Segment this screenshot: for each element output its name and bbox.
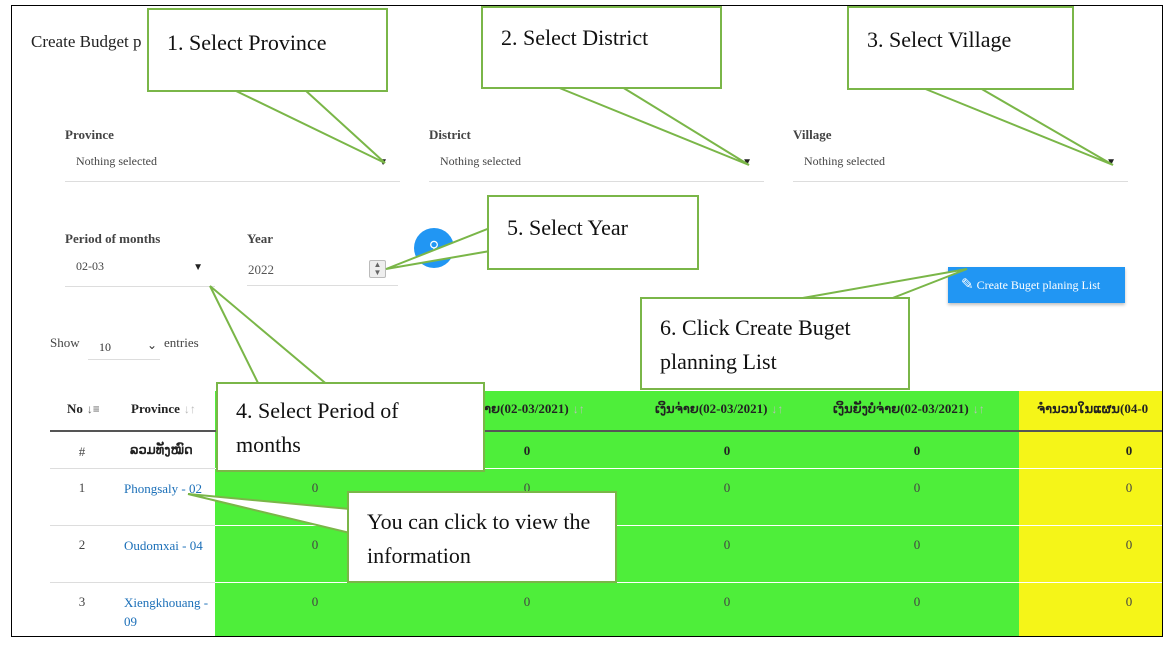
- row-divider: [50, 468, 1162, 469]
- province-link-xiengkhouang[interactable]: Xiengkhouang - 09: [124, 595, 209, 629]
- district-select-value: Nothing selected: [440, 154, 521, 168]
- callout-select-province: 1. Select Province: [147, 8, 388, 92]
- header-divider: [50, 430, 1162, 432]
- create-budget-list-button[interactable]: ✎Create Buget planing List: [948, 267, 1125, 303]
- district-label: District: [429, 127, 471, 142]
- row-no: 3: [78, 594, 86, 609]
- th-col-5[interactable]: ເງິນຍັງບໍ່ຈ່າຍ(02-03/2021)↓↑: [833, 401, 985, 416]
- province-label: Province: [65, 127, 114, 142]
- callout-click-create: 6. Click Create Buget planning List: [640, 297, 910, 390]
- caret-down-icon: ▼: [193, 262, 203, 273]
- page-title: Create Budget p: [31, 32, 142, 51]
- caret-down-icon: ▼: [742, 157, 752, 168]
- callout-select-period: 4. Select Period of months: [216, 382, 485, 472]
- row-value: 0: [723, 480, 731, 495]
- village-select-value: Nothing selected: [804, 154, 885, 168]
- period-select-value: 02-03: [76, 259, 104, 273]
- sort-icon: ↓↑: [972, 402, 985, 416]
- caret-down-icon: ▼: [1106, 157, 1116, 168]
- row-value: 0: [523, 480, 531, 495]
- row-value: 0: [913, 537, 921, 552]
- province-link-phongsaly[interactable]: Phongsaly - 02: [124, 481, 202, 496]
- sort-icon: ↓↑: [183, 402, 196, 416]
- sort-icon: ↓≡: [86, 402, 100, 416]
- th-province[interactable]: Province↓↑: [131, 401, 196, 416]
- th-col-3[interactable]: ຈ່າຍ(02-03/2021)↓↑: [476, 401, 585, 416]
- th-col-6[interactable]: ຈຳນວນໃນແຜນ(04-0: [1037, 401, 1149, 416]
- callout-select-village: 3. Select Village: [847, 6, 1074, 90]
- entries-select-value: 10: [99, 340, 111, 354]
- row-value: 0: [723, 537, 731, 552]
- period-select[interactable]: 02-03 ▼: [65, 257, 215, 287]
- spinner-icon[interactable]: ▲▼: [369, 260, 386, 278]
- row-value: 0: [311, 594, 319, 609]
- year-input[interactable]: 2022 ▲▼: [247, 256, 398, 286]
- create-button-label: Create Buget planing List: [976, 278, 1101, 292]
- province-select-value: Nothing selected: [76, 154, 157, 168]
- row-divider: [50, 582, 215, 583]
- row-value: 0: [1125, 537, 1133, 552]
- district-select[interactable]: Nothing selected ▼: [429, 152, 764, 182]
- callout-click-view: You can click to view the information: [347, 491, 617, 583]
- row-no: 1: [78, 480, 86, 495]
- row-divider: [50, 468, 215, 469]
- callout-select-year: 5. Select Year: [487, 195, 699, 270]
- period-label: Period of months: [65, 231, 161, 246]
- chevron-down-icon: ⌄: [146, 338, 157, 352]
- total-row-value: 0: [723, 443, 731, 458]
- entries-select[interactable]: 10 ⌄: [88, 336, 160, 360]
- callout-select-district: 2. Select District: [481, 6, 722, 89]
- sort-icon: ↓↑: [771, 402, 784, 416]
- callout-pointers: [187, 86, 1114, 535]
- row-value: 0: [913, 594, 921, 609]
- entries-label: entries: [164, 335, 199, 350]
- app-frame: Create Budget p Province Nothing selecte…: [11, 5, 1163, 637]
- show-label: Show: [50, 335, 80, 350]
- th-col-4[interactable]: ເງິນຈ່າຍ(02-03/2021)↓↑: [655, 401, 784, 416]
- total-row-no: #: [78, 444, 86, 459]
- row-no: 2: [78, 537, 86, 552]
- th-no[interactable]: No↓≡: [67, 401, 100, 416]
- row-value: 0: [913, 480, 921, 495]
- year-label: Year: [247, 231, 273, 246]
- village-label: Village: [793, 127, 832, 142]
- row-value: 0: [1125, 480, 1133, 495]
- year-input-value: 2022: [248, 262, 274, 277]
- total-row-value: 0: [523, 443, 531, 458]
- row-divider: [50, 525, 215, 526]
- search-icon: ⚲: [428, 240, 440, 255]
- row-value: 0: [723, 594, 731, 609]
- total-row-province: ລວມທັງໝົດ: [130, 442, 193, 457]
- total-row-value: 0: [1125, 443, 1133, 458]
- total-row-value: 0: [913, 443, 921, 458]
- village-select[interactable]: Nothing selected ▼: [793, 152, 1128, 182]
- row-value: 0: [311, 537, 319, 552]
- province-link-oudomxai[interactable]: Oudomxai - 04: [124, 538, 203, 553]
- sort-icon: ↓↑: [572, 402, 585, 416]
- pencil-icon: ✎: [961, 277, 974, 293]
- row-value: 0: [1125, 594, 1133, 609]
- row-value: 0: [523, 594, 531, 609]
- row-value: 0: [311, 480, 319, 495]
